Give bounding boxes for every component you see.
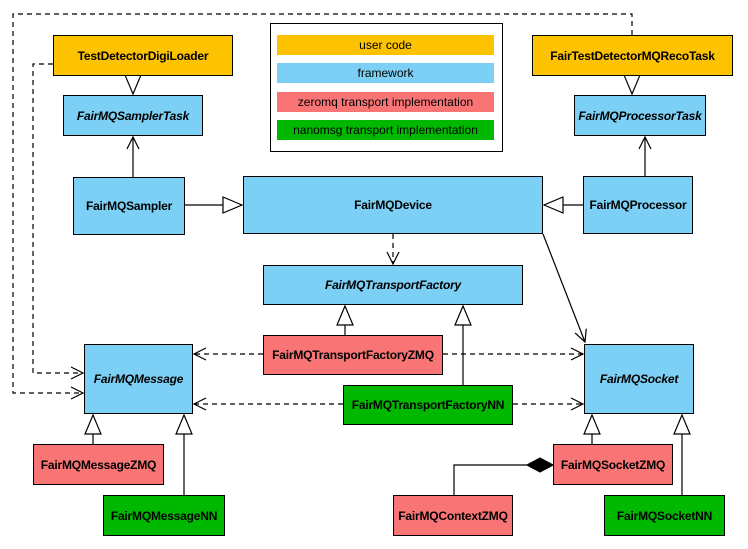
legend: user code framework zeromq transport imp… bbox=[270, 23, 503, 152]
node-fairmq-message-nn: FairMQMessageNN bbox=[103, 495, 225, 536]
node-test-detector-digi-loader: TestDetectorDigiLoader bbox=[53, 35, 233, 76]
legend-item-framework: framework bbox=[277, 63, 494, 84]
node-fairmq-socket: FairMQSocket bbox=[584, 344, 694, 414]
edge-recotask-depends-message bbox=[12, 13, 633, 400]
node-fairmq-transport-factory-zmq: FairMQTransportFactoryZMQ bbox=[263, 335, 443, 375]
composition-diamond-icon bbox=[525, 457, 555, 473]
legend-item-user-code: user code bbox=[277, 35, 494, 55]
node-fairmq-sampler: FairMQSampler bbox=[73, 177, 185, 235]
legend-item-zeromq: zeromq transport implementation bbox=[277, 91, 494, 112]
edge-device-uses-socket bbox=[542, 233, 587, 344]
node-fairmq-context-zmq: FairMQContextZMQ bbox=[393, 495, 513, 536]
node-fairmq-processor: FairMQProcessor bbox=[583, 176, 693, 234]
node-fairmq-transport-factory-nn: FairMQTransportFactoryNN bbox=[343, 385, 513, 425]
node-fairmq-sampler-task: FairMQSamplerTask bbox=[63, 95, 203, 136]
node-fairmq-socket-zmq: FairMQSocketZMQ bbox=[553, 444, 673, 485]
node-fair-test-detector-mq-reco-task: FairTestDetectorMQRecoTask bbox=[532, 35, 733, 76]
node-fairmq-message: FairMQMessage bbox=[84, 344, 193, 414]
node-fairmq-transport-factory: FairMQTransportFactory bbox=[263, 265, 523, 305]
node-fairmq-processor-task: FairMQProcessorTask bbox=[574, 95, 706, 136]
node-fairmq-socket-nn: FairMQSocketNN bbox=[604, 495, 725, 536]
legend-item-nanomsg: nanomsg transport implementation bbox=[277, 119, 494, 140]
node-fairmq-device: FairMQDevice bbox=[243, 176, 543, 234]
node-fairmq-message-zmq: FairMQMessageZMQ bbox=[33, 444, 164, 485]
edge-socketzmq-composes-contextzmq bbox=[453, 457, 555, 495]
edge-digiloader-depends-message bbox=[32, 63, 85, 380]
